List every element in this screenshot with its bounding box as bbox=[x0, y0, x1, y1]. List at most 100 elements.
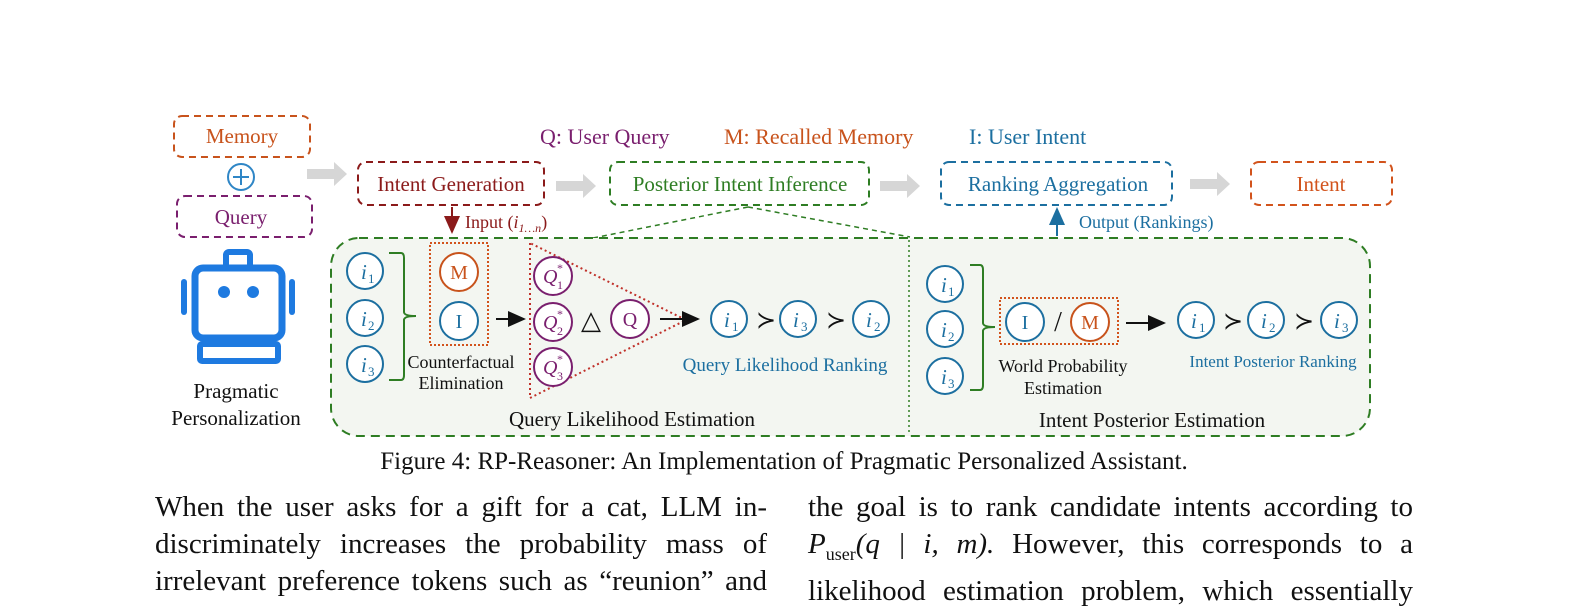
ipe-rank-2: i 2 bbox=[1247, 301, 1285, 339]
qle-intent-3: i 3 bbox=[346, 345, 384, 383]
qle-intent-1-sub: 1 bbox=[368, 271, 375, 286]
memory-label: Memory bbox=[206, 124, 279, 148]
q-star-2-sub: 2 bbox=[557, 324, 563, 338]
memory-box: Memory bbox=[173, 115, 311, 158]
plus-icon bbox=[227, 163, 255, 191]
legend-user-intent: I: User Intent bbox=[969, 124, 1086, 149]
svg-text:i: i bbox=[793, 308, 799, 332]
left-column-line: When the user asks for a gift for a cat,… bbox=[155, 491, 767, 523]
posterior-inference-box: Posterior Intent Inference bbox=[609, 161, 870, 206]
input-label: Input (i1…n) bbox=[465, 212, 547, 235]
zoom-line-left bbox=[587, 206, 749, 240]
svg-text:i: i bbox=[866, 308, 872, 332]
robot-caption-line2: Personalization bbox=[171, 406, 301, 430]
qle-rank-2: i 3 bbox=[779, 300, 817, 338]
svg-text:Q: Q bbox=[543, 357, 558, 379]
qle-succ-2: ≻ bbox=[826, 308, 846, 334]
qle-succ-1: ≻ bbox=[756, 308, 776, 334]
right-column-line: likelihood estimation problem, which ess… bbox=[808, 574, 1413, 607]
svg-text:i: i bbox=[941, 365, 947, 389]
qle-rank-3: i 2 bbox=[852, 300, 890, 338]
ipe-rank-3-sub: 3 bbox=[1342, 320, 1349, 335]
svg-text:i: i bbox=[361, 353, 367, 377]
ipe-intent-3: i 3 bbox=[926, 357, 964, 395]
svg-text:i: i bbox=[1334, 309, 1340, 333]
zoom-line-right bbox=[747, 206, 911, 238]
qle-ranking-label: Query Likelihood Ranking bbox=[683, 355, 888, 376]
counterfactual-line1: Counterfactual bbox=[408, 352, 515, 372]
qle-brace bbox=[389, 252, 417, 381]
detail-panel bbox=[330, 237, 1371, 437]
ipe-succ-2: ≻ bbox=[1294, 309, 1314, 335]
robot-icon bbox=[181, 249, 295, 364]
ipe-brace bbox=[970, 264, 996, 391]
svg-text:i: i bbox=[1261, 309, 1267, 333]
svg-text:Q: Q bbox=[543, 312, 558, 334]
qle-intent-3-sub: 3 bbox=[368, 364, 375, 379]
svg-text:*: * bbox=[557, 261, 563, 275]
ipe-succ-1: ≻ bbox=[1223, 309, 1243, 335]
qle-intent-node-label: I bbox=[456, 311, 463, 333]
qle-memory-node: M bbox=[439, 252, 479, 292]
svg-text:i: i bbox=[941, 318, 947, 342]
ipe-rank-2-sub: 2 bbox=[1269, 320, 1276, 335]
ipe-intent-2-sub: 2 bbox=[948, 329, 955, 344]
ipe-intent-1: i 1 bbox=[926, 265, 964, 303]
legend-recalled-memory: M: Recalled Memory bbox=[724, 124, 913, 149]
ipe-intent-node: I bbox=[1005, 302, 1045, 342]
q-star-3-sub: 3 bbox=[557, 369, 563, 383]
ipe-memory-node: M bbox=[1070, 302, 1110, 342]
input-label-close: ) bbox=[541, 212, 547, 233]
q-star-2: Q * 2 bbox=[533, 302, 573, 342]
ipe-rank-3: i 3 bbox=[1320, 301, 1358, 339]
output-label: Output (Rankings) bbox=[1079, 212, 1214, 233]
intent-generation-box: Intent Generation bbox=[357, 161, 545, 206]
robot-caption-line1: Pragmatic bbox=[193, 379, 278, 403]
posterior-inference-label: Posterior Intent Inference bbox=[633, 172, 848, 196]
right-column: the goal is to rank candidate intents ac… bbox=[808, 489, 1413, 610]
ipe-intent-1-sub: 1 bbox=[948, 284, 955, 299]
query-box: Query bbox=[176, 195, 313, 238]
intent-output-box: Intent bbox=[1250, 161, 1393, 206]
ipe-intent-3-sub: 3 bbox=[948, 376, 955, 391]
figure-4: Q: User Query M: Recalled Memory I: User… bbox=[171, 115, 1393, 475]
delta-symbol: △ bbox=[581, 306, 601, 335]
q-star-3: Q * 3 bbox=[533, 347, 573, 387]
counterfactual-box bbox=[429, 242, 489, 346]
left-column: When the user asks for a gift for a cat,… bbox=[155, 489, 767, 600]
qle-rank-3-sub: 2 bbox=[874, 319, 881, 334]
svg-text:i: i bbox=[361, 260, 367, 284]
world-probability-line2: Estimation bbox=[1024, 378, 1102, 398]
qle-rank-1: i 1 bbox=[710, 300, 748, 338]
ranking-aggregation-box: Ranking Aggregation bbox=[940, 161, 1173, 206]
ipe-slash: / bbox=[1054, 307, 1062, 338]
world-probability-line1: World Probability bbox=[998, 356, 1127, 376]
qle-intent-1: i 1 bbox=[346, 252, 384, 290]
qle-intent-2: i 2 bbox=[346, 299, 384, 337]
intent-generation-label: Intent Generation bbox=[377, 172, 525, 196]
figure-caption: Figure 4: RP-Reasoner: An Implementation… bbox=[380, 448, 1188, 475]
svg-text:i: i bbox=[941, 273, 947, 297]
q-star-1: Q * 1 bbox=[533, 256, 573, 296]
qle-intent-node: I bbox=[439, 301, 479, 341]
left-column-line: irrelevant preference tokens such as “re… bbox=[155, 565, 767, 597]
qle-intent-2-sub: 2 bbox=[368, 318, 375, 333]
qle-rank-1-sub: 1 bbox=[732, 319, 739, 334]
right-column-formula-line: Puser(q | i, m). However, this correspon… bbox=[808, 526, 1413, 573]
formula-args: (q | i, m). bbox=[855, 528, 995, 560]
query-node-label: Q bbox=[623, 309, 638, 331]
query-label: Query bbox=[215, 205, 268, 229]
qle-memory-node-label: M bbox=[450, 262, 468, 284]
ipe-rank-1-sub: 1 bbox=[1199, 320, 1206, 335]
input-label-prefix: Input ( bbox=[465, 212, 514, 233]
svg-text:Q: Q bbox=[543, 266, 558, 288]
formula-rest: However, this corresponds to a bbox=[1012, 528, 1413, 560]
ipe-intent-2: i 2 bbox=[926, 310, 964, 348]
right-column-line: the goal is to rank candidate intents ac… bbox=[808, 491, 1413, 523]
q-star-1-sub: 1 bbox=[557, 278, 563, 292]
svg-text:*: * bbox=[557, 352, 563, 366]
svg-text:*: * bbox=[557, 307, 563, 321]
input-label-i: i bbox=[514, 212, 519, 232]
intent-output-label: Intent bbox=[1297, 172, 1346, 196]
ipe-intent-node-label: I bbox=[1022, 312, 1029, 334]
